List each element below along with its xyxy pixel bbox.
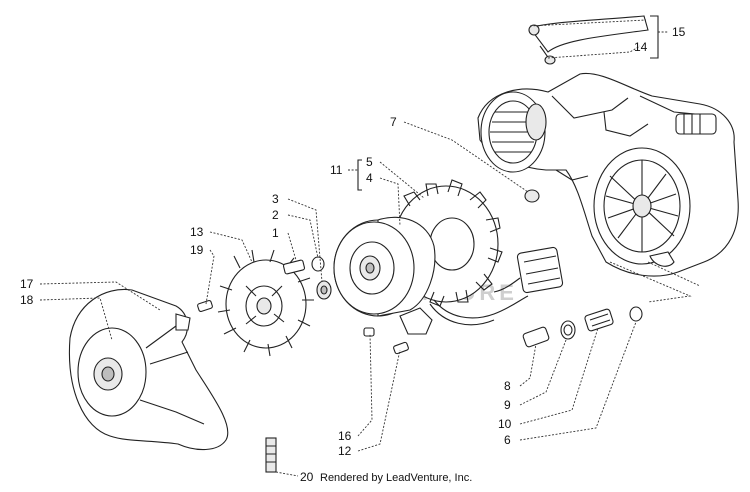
breather-hose xyxy=(528,15,649,65)
callout-14: 14 xyxy=(634,40,648,54)
engine-crankcase xyxy=(477,72,739,277)
magneto-cover xyxy=(68,288,229,451)
callout-1: 1 xyxy=(272,226,279,240)
cooling-fan xyxy=(217,249,314,357)
callout-6: 6 xyxy=(504,433,511,447)
grommet xyxy=(524,189,540,203)
decal-part xyxy=(265,437,277,473)
callout-15: 15 xyxy=(672,25,686,39)
callout-9: 9 xyxy=(504,398,511,412)
stator-screws xyxy=(363,327,409,355)
callout-10: 10 xyxy=(498,417,512,431)
fan-screw xyxy=(197,300,213,312)
flywheel-stator xyxy=(333,179,564,335)
render-credit: 20 Rendered by LeadVenture, Inc. xyxy=(300,470,472,484)
callout-18: 18 xyxy=(20,293,34,307)
part-callouts: 17 18 13 19 3 2 1 11 5 4 7 15 14 16 12 8… xyxy=(20,25,686,458)
callout-7: 7 xyxy=(390,115,397,129)
callout-19: 19 xyxy=(190,243,204,257)
callout-5: 5 xyxy=(366,155,373,169)
callout-12: 12 xyxy=(338,444,352,458)
callout-8: 8 xyxy=(504,379,511,393)
credit-text: Rendered by LeadVenture, Inc. xyxy=(320,472,472,484)
callout-17: 17 xyxy=(20,277,34,291)
callout-11: 11 xyxy=(330,163,343,177)
callout-20: 20 xyxy=(300,470,314,484)
callout-3: 3 xyxy=(272,192,279,206)
pickup-fittings xyxy=(522,306,643,348)
callout-2: 2 xyxy=(272,208,279,222)
leader-lines xyxy=(39,15,701,477)
callout-13: 13 xyxy=(190,225,204,239)
callout-4: 4 xyxy=(366,171,373,185)
callout-16: 16 xyxy=(338,429,352,443)
